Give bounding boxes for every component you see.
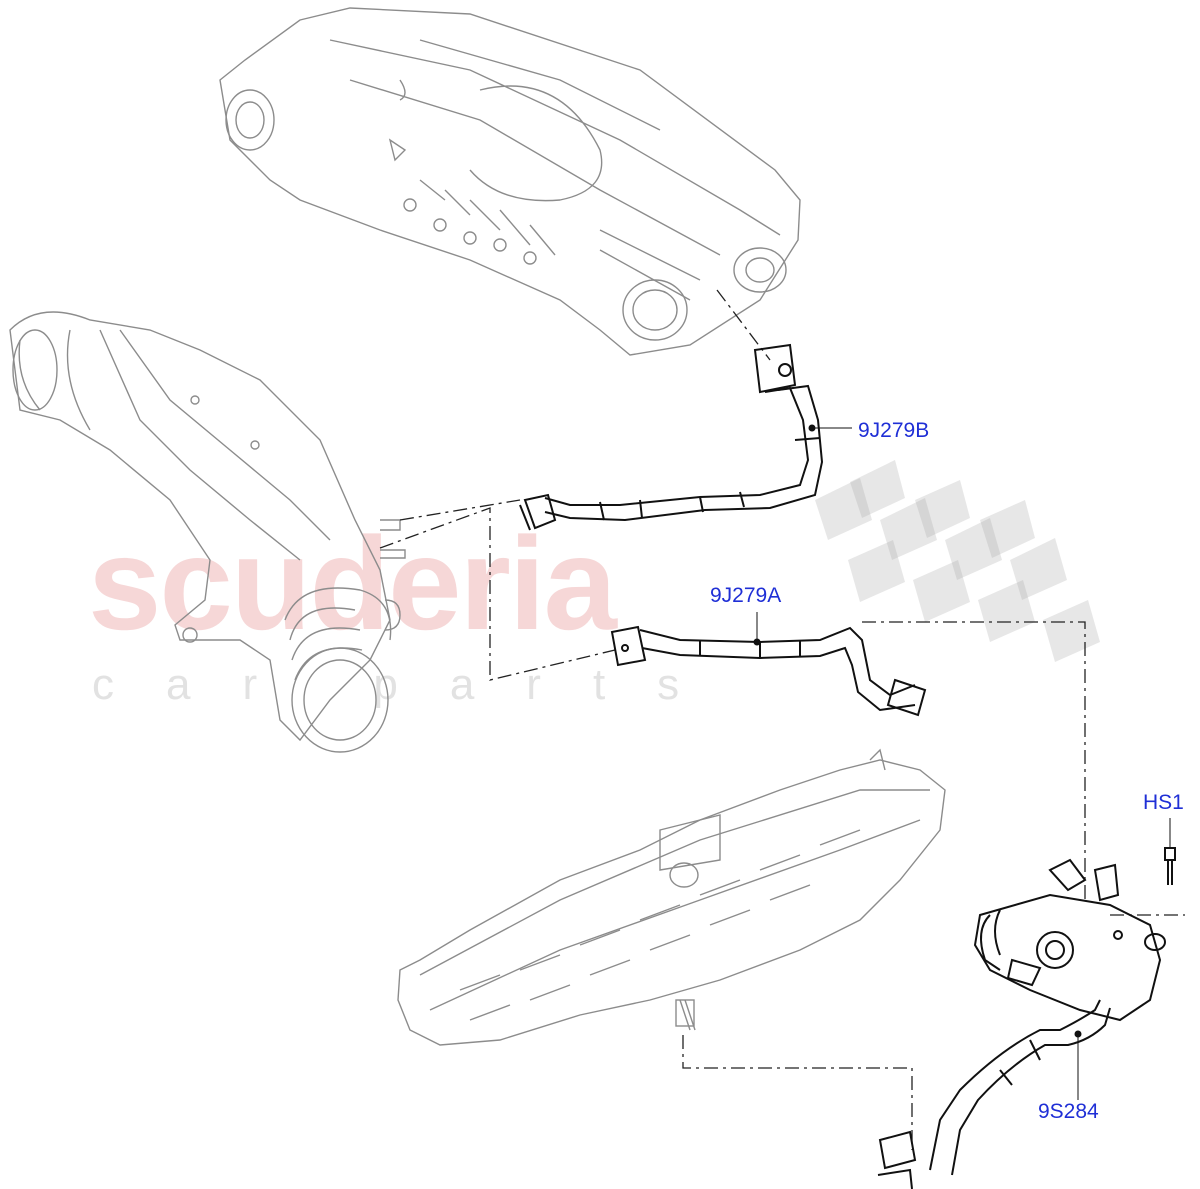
hose-assembly-9S284 <box>877 847 1176 1189</box>
callout-9S284[interactable]: 9S284 <box>1038 1100 1099 1123</box>
callout-9J279B[interactable]: 9J279B <box>858 419 930 442</box>
callout-9J279A[interactable]: 9J279A <box>710 584 782 607</box>
hose-9J279A <box>610 625 927 717</box>
callout-HS1[interactable]: HS1 <box>1143 791 1184 814</box>
charge-air-cooler <box>219 7 801 356</box>
watermark-brand: scuderia <box>88 510 617 657</box>
air-intake-duct <box>9 311 406 753</box>
callout-pointers <box>753 424 1171 1100</box>
hose-9J279B <box>519 343 824 531</box>
intake-manifold <box>397 748 946 1046</box>
leader-lines <box>379 289 1185 1150</box>
